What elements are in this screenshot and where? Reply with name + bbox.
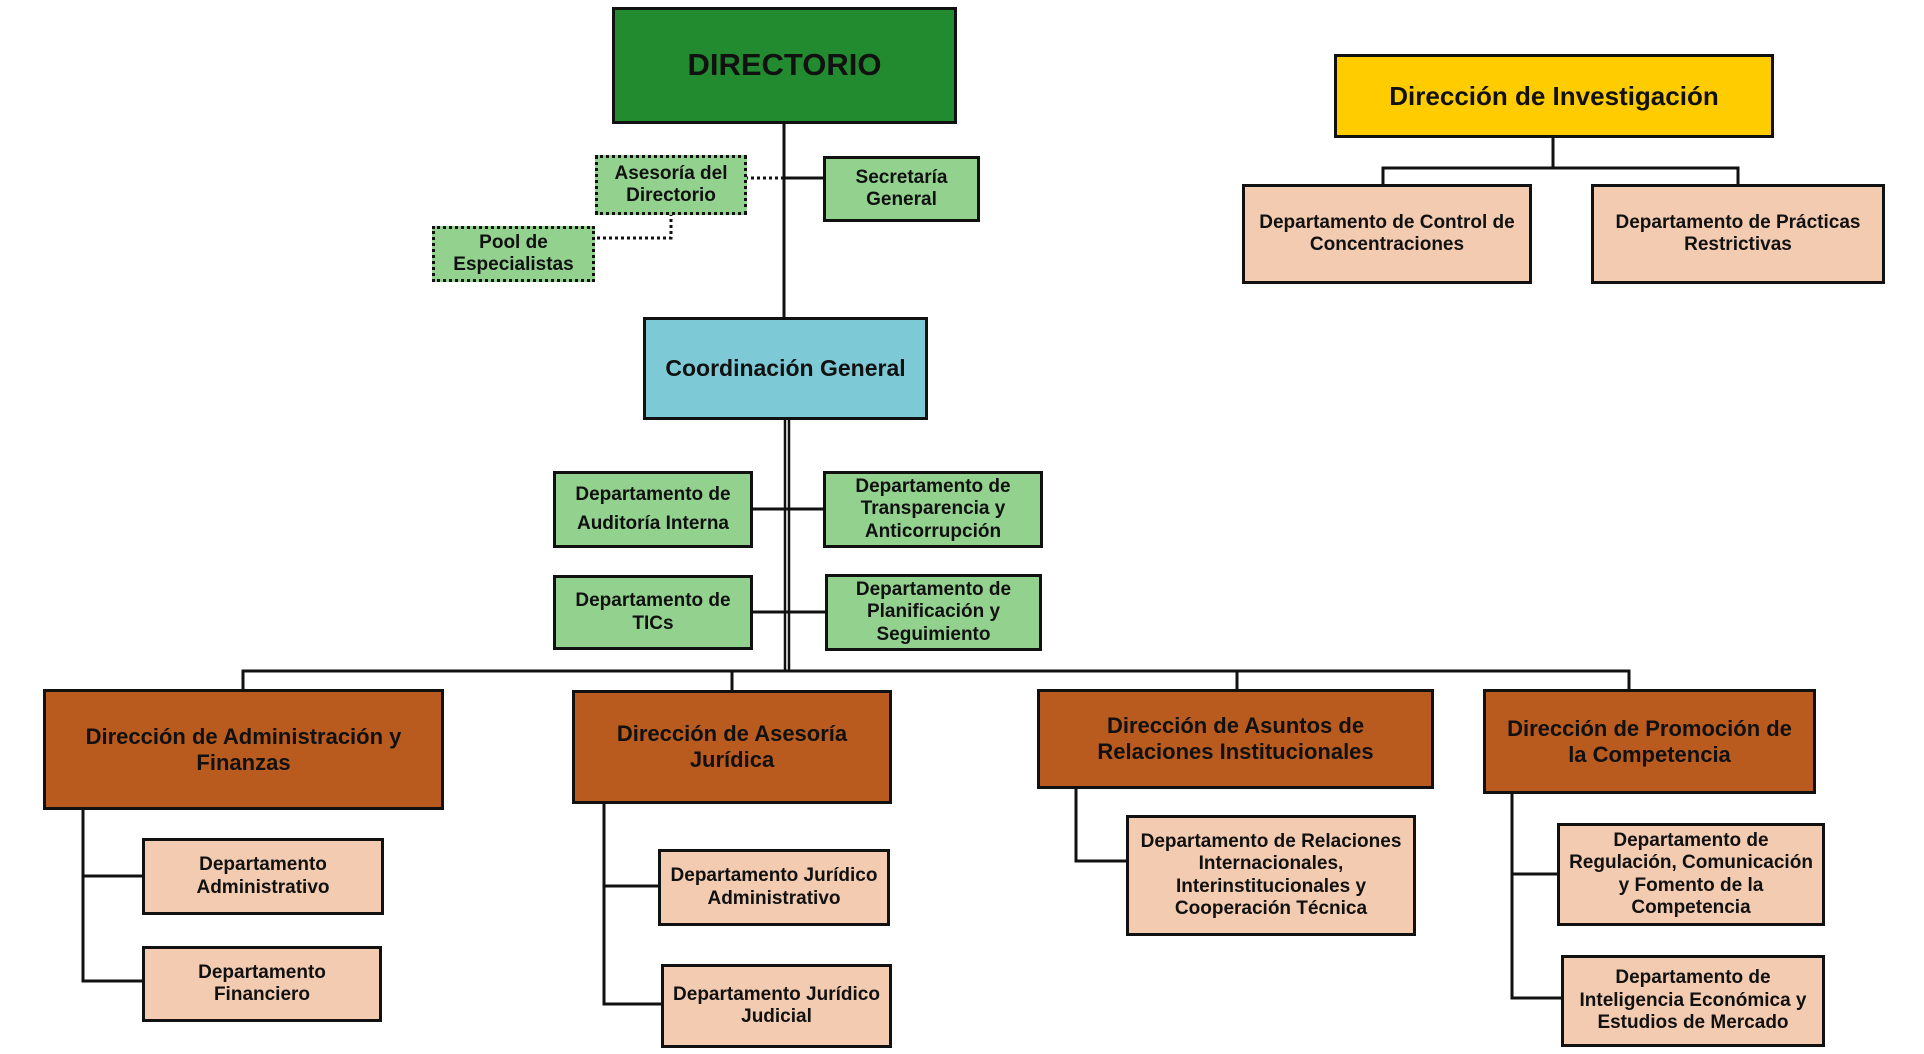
investigation-title: Dirección de Investigación xyxy=(1389,80,1719,111)
unit-internal-audit[interactable]: Departamento de Auditoría Interna xyxy=(553,471,753,548)
directorate-legal[interactable]: Dirección de Asesoría Jurídica xyxy=(572,690,892,804)
connector-legal-depts xyxy=(602,803,661,1006)
investigation-box[interactable]: Dirección de Investigación xyxy=(1334,54,1774,138)
connector-admin-depts xyxy=(81,809,142,983)
advisory-label: Asesoría del Directorio xyxy=(614,162,728,206)
directorate-legal-title: Dirección de Asesoría Jurídica xyxy=(616,721,848,772)
connector-main-bus xyxy=(241,669,1631,689)
dept-financial[interactable]: Departamento Financiero xyxy=(142,946,382,1022)
specialists-pool-label: Pool de Especialistas xyxy=(453,231,574,275)
unit-planning[interactable]: Departamento de Planificación y Seguimie… xyxy=(825,574,1042,651)
board-box[interactable]: DIRECTORIO xyxy=(612,7,957,124)
unit-planning-label: Departamento de Planificación y Seguimie… xyxy=(855,578,1012,645)
dept-economic-intelligence-label: Departamento de Inteligencia Económica y… xyxy=(1579,967,1807,1034)
directorate-institutional[interactable]: Dirección de Asuntos de Relaciones Insti… xyxy=(1037,689,1434,789)
secretary-box[interactable]: Secretaría General xyxy=(823,156,980,222)
dept-international-relations[interactable]: Departamento de Relaciones Internacional… xyxy=(1126,815,1416,936)
connector-promotion-depts xyxy=(1510,793,1561,1000)
directorate-institutional-title: Dirección de Asuntos de Relaciones Insti… xyxy=(1097,713,1374,764)
unit-tics[interactable]: Departamento de TICs xyxy=(553,575,753,650)
unit-transparency-label: Departamento de Transparencia y Anticorr… xyxy=(855,475,1011,542)
connector-institutional-depts xyxy=(1074,788,1126,863)
secretary-label: Secretaría General xyxy=(855,166,948,210)
coordination-box[interactable]: Coordinación General xyxy=(643,317,928,420)
dept-legal-administrative-label: Departamento Jurídico Administrativo xyxy=(670,865,878,909)
dept-financial-label: Departamento Financiero xyxy=(198,961,326,1005)
dept-legal-judicial[interactable]: Departamento Jurídico Judicial xyxy=(661,964,892,1048)
directorate-admin-finance[interactable]: Dirección de Administración y Finanzas xyxy=(43,689,444,810)
dept-administrative-label: Departamento Administrativo xyxy=(196,854,330,898)
coordination-title: Coordinación General xyxy=(665,354,906,381)
directorate-admin-finance-title: Dirección de Administración y Finanzas xyxy=(85,723,402,775)
connector-pool-dotted xyxy=(593,213,673,240)
unit-internal-audit-label: Departamento de Auditoría Interna xyxy=(575,484,731,534)
investigation-dept-control-label: Departamento de Control de Concentracion… xyxy=(1259,211,1515,255)
dept-international-relations-label: Departamento de Relaciones Internacional… xyxy=(1140,830,1402,919)
unit-tics-label: Departamento de TICs xyxy=(575,590,731,634)
connector-investigation-bus xyxy=(1381,166,1740,184)
advisory-box[interactable]: Asesoría del Directorio xyxy=(595,155,747,215)
investigation-dept-control[interactable]: Departamento de Control de Concentracion… xyxy=(1242,184,1532,284)
directorate-competition-title: Dirección de Promoción de la Competencia xyxy=(1507,715,1792,767)
investigation-dept-practices-label: Departamento de Prácticas Restrictivas xyxy=(1615,211,1861,255)
directorate-competition[interactable]: Dirección de Promoción de la Competencia xyxy=(1483,689,1816,794)
unit-transparency[interactable]: Departamento de Transparencia y Anticorr… xyxy=(823,471,1043,548)
dept-regulation-label: Departamento de Regulación, Comunicación… xyxy=(1569,829,1813,918)
dept-legal-administrative[interactable]: Departamento Jurídico Administrativo xyxy=(658,849,890,926)
specialists-pool-box[interactable]: Pool de Especialistas xyxy=(432,226,595,282)
investigation-dept-practices[interactable]: Departamento de Prácticas Restrictivas xyxy=(1591,184,1885,284)
dept-economic-intelligence[interactable]: Departamento de Inteligencia Económica y… xyxy=(1561,955,1825,1047)
dept-regulation[interactable]: Departamento de Regulación, Comunicación… xyxy=(1557,823,1825,926)
dept-legal-judicial-label: Departamento Jurídico Judicial xyxy=(673,983,880,1027)
board-title: DIRECTORIO xyxy=(687,47,882,83)
dept-administrative[interactable]: Departamento Administrativo xyxy=(142,838,384,915)
